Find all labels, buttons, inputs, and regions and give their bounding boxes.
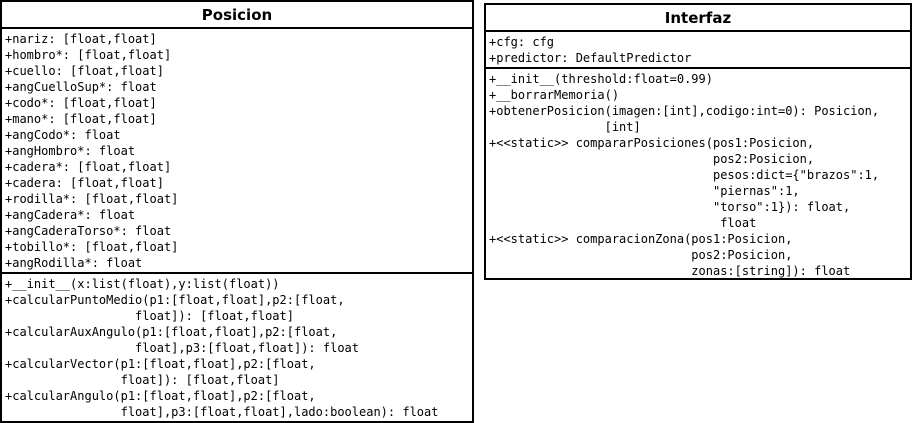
attribute-line: +cadera: [float,float]: [5, 176, 164, 190]
class-name-interfaz: Interfaz: [486, 5, 910, 32]
attribute-line: +angCadera*: float: [5, 208, 136, 222]
attribute-line: +predictor: DefaultPredictor: [489, 51, 692, 65]
method-line: +calcularVector(p1:[float,float],p2:[flo…: [5, 357, 316, 371]
method-line: "piernas":1,: [489, 184, 800, 198]
attribute-line: +angCodo*: float: [5, 128, 121, 142]
method-line: +calcularPuntoMedio(p1:[float,float],p2:…: [5, 293, 345, 307]
attribute-line: +rodilla*: [float,float]: [5, 192, 179, 206]
method-line: float],p3:[float,float],lado:boolean): f…: [5, 405, 439, 419]
attribute-line: +tobillo*: [float,float]: [5, 240, 179, 254]
method-line: +__borrarMemoria(): [489, 88, 620, 102]
attribute-line: +angHombro*: float: [5, 144, 136, 158]
attribute-line: +angCuelloSup*: float: [5, 80, 157, 94]
method-line: pos2:Posicion,: [489, 152, 815, 166]
method-line: +calcularAuxAngulo(p1:[float,float],p2:[…: [5, 325, 338, 339]
attribute-line: +angCaderaTorso*: float: [5, 224, 172, 238]
method-line: +__init__(threshold:float=0.99): [489, 72, 713, 86]
attribute-line: +angRodilla*: float: [5, 256, 143, 270]
attribute-line: +cuello: [float,float]: [5, 64, 164, 78]
method-line: float: [489, 216, 757, 230]
methods-section-posicion: +__init__(x:list(float),y:list(float)) +c…: [2, 272, 472, 421]
class-interfaz: Interfaz +cfg: cfg +predictor: DefaultPre…: [484, 3, 912, 280]
attributes-section-posicion: +nariz: [float,float] +hombro*: [float,fl…: [2, 29, 472, 272]
attribute-line: +codo*: [float,float]: [5, 96, 157, 110]
method-line: +<<static>> comparacionZona(pos1:Posicio…: [489, 232, 793, 246]
attribute-line: +cadera*: [float,float]: [5, 160, 172, 174]
method-line: +obtenerPosicion(imagen:[int],codigo:int…: [489, 104, 880, 118]
attribute-line: +cfg: cfg: [489, 35, 555, 49]
class-posicion: Posicion +nariz: [float,float] +hombro*: …: [0, 0, 474, 423]
method-line: "torso":1}): float,: [489, 200, 851, 214]
method-line: pesos:dict={"brazos":1,: [489, 168, 880, 182]
method-line: [int]: [489, 120, 641, 134]
attribute-line: +hombro*: [float,float]: [5, 48, 172, 62]
method-line: +calcularAngulo(p1:[float,float],p2:[flo…: [5, 389, 316, 403]
attributes-section-interfaz: +cfg: cfg +predictor: DefaultPredictor: [486, 32, 910, 67]
method-line: pos2:Posicion,: [489, 248, 793, 262]
attribute-line: +nariz: [float,float]: [5, 32, 157, 46]
method-line: float],p3:[float,float]): float: [5, 341, 360, 355]
method-line: float]): [float,float]: [5, 309, 294, 323]
method-line: float]): [float,float]: [5, 373, 280, 387]
attribute-line: +mano*: [float,float]: [5, 112, 157, 126]
method-line: zonas:[string]): float: [489, 264, 851, 278]
method-line: +<<static>> compararPosiciones(pos1:Posi…: [489, 136, 815, 150]
class-name-posicion: Posicion: [2, 2, 472, 29]
methods-section-interfaz: +__init__(threshold:float=0.99) +__borrar…: [486, 67, 910, 280]
method-line: +__init__(x:list(float),y:list(float)): [5, 277, 280, 291]
